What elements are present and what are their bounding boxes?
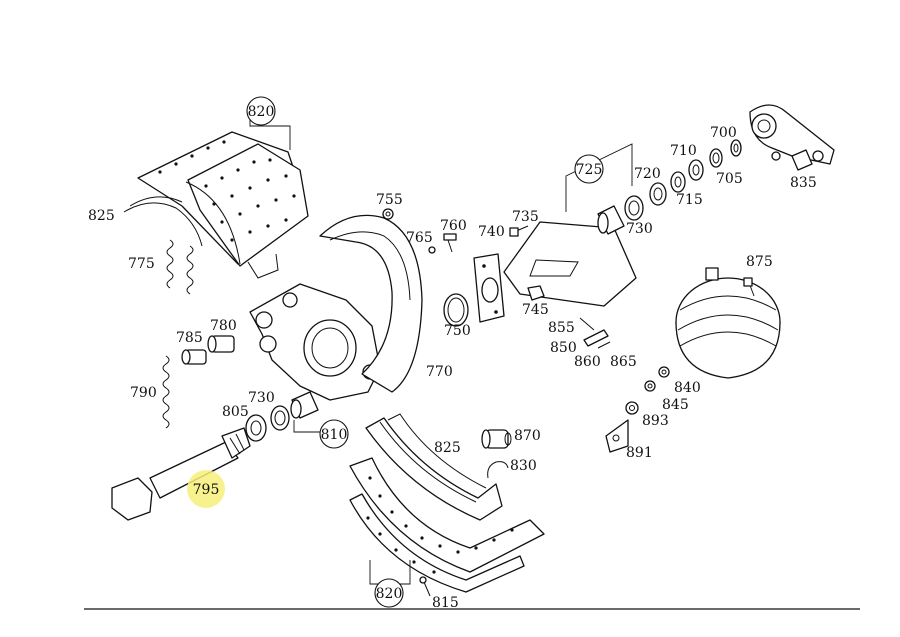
clip-830[interactable] bbox=[487, 461, 509, 479]
label-820a[interactable]: 820 bbox=[248, 104, 275, 120]
label-810[interactable]: 810 bbox=[321, 427, 348, 443]
pin-855[interactable] bbox=[579, 317, 595, 331]
label-891[interactable]: 891 bbox=[626, 445, 653, 461]
washer-765[interactable] bbox=[428, 246, 436, 254]
label-750[interactable]: 750 bbox=[444, 323, 471, 339]
leader-810 bbox=[293, 420, 320, 433]
label-845[interactable]: 845 bbox=[662, 397, 689, 413]
brake-lining-lower[interactable] bbox=[349, 457, 545, 593]
return-spring-775[interactable] bbox=[166, 239, 194, 295]
bolt-760[interactable] bbox=[443, 233, 457, 253]
highlight-795 bbox=[187, 470, 225, 508]
brake-shoe-upper[interactable] bbox=[123, 196, 279, 279]
label-755[interactable]: 755 bbox=[376, 192, 403, 208]
label-785[interactable]: 785 bbox=[176, 330, 203, 346]
label-795[interactable]: 795 bbox=[193, 482, 220, 498]
label-725[interactable]: 725 bbox=[576, 162, 603, 178]
bolt-735[interactable] bbox=[509, 225, 529, 237]
washer-805[interactable] bbox=[245, 414, 267, 442]
label-745[interactable]: 745 bbox=[522, 302, 549, 318]
seal-730a[interactable] bbox=[270, 405, 290, 431]
nut-893[interactable] bbox=[625, 401, 639, 415]
bushing-785[interactable] bbox=[181, 349, 207, 365]
bushing-780[interactable] bbox=[207, 335, 235, 353]
roller-870[interactable] bbox=[481, 429, 512, 449]
label-893[interactable]: 893 bbox=[642, 413, 669, 429]
label-730b[interactable]: 730 bbox=[626, 221, 653, 237]
label-735[interactable]: 735 bbox=[512, 209, 539, 225]
label-705[interactable]: 705 bbox=[716, 171, 743, 187]
washer-710[interactable] bbox=[688, 159, 704, 181]
brake-chamber[interactable] bbox=[675, 267, 781, 379]
brake-lining-upper[interactable] bbox=[137, 131, 309, 267]
leader-820a bbox=[249, 118, 291, 150]
callout-circle-820b bbox=[374, 578, 404, 608]
nut-755[interactable] bbox=[382, 208, 394, 220]
label-870[interactable]: 870 bbox=[514, 428, 541, 444]
seal-730b[interactable] bbox=[624, 195, 644, 221]
brake-carrier[interactable] bbox=[249, 283, 381, 401]
label-865[interactable]: 865 bbox=[610, 354, 637, 370]
ring-700[interactable] bbox=[730, 139, 742, 157]
label-730a[interactable]: 730 bbox=[248, 390, 275, 406]
label-790[interactable]: 790 bbox=[130, 385, 157, 401]
label-875[interactable]: 875 bbox=[746, 254, 773, 270]
washer-845[interactable] bbox=[644, 380, 656, 392]
label-740[interactable]: 740 bbox=[478, 224, 505, 240]
bracket-891[interactable] bbox=[605, 419, 629, 453]
label-835[interactable]: 835 bbox=[790, 175, 817, 191]
label-765[interactable]: 765 bbox=[406, 230, 433, 246]
pin-865[interactable] bbox=[597, 341, 611, 349]
label-805[interactable]: 805 bbox=[222, 404, 249, 420]
spring-790[interactable] bbox=[162, 355, 170, 429]
ring-705[interactable] bbox=[709, 148, 723, 168]
label-775[interactable]: 775 bbox=[128, 256, 155, 272]
label-770[interactable]: 770 bbox=[426, 364, 453, 380]
dust-shield[interactable] bbox=[319, 214, 423, 393]
callout-circle-725 bbox=[574, 154, 604, 184]
washer-715[interactable] bbox=[670, 171, 686, 193]
bushing-725[interactable] bbox=[597, 205, 625, 235]
label-815[interactable]: 815 bbox=[432, 595, 459, 611]
label-850[interactable]: 850 bbox=[550, 340, 577, 356]
pin-860[interactable] bbox=[583, 329, 609, 347]
rivet-815[interactable] bbox=[419, 576, 431, 597]
label-710[interactable]: 710 bbox=[670, 143, 697, 159]
label-825b[interactable]: 825 bbox=[434, 440, 461, 456]
label-760[interactable]: 760 bbox=[440, 218, 467, 234]
oring-750[interactable] bbox=[443, 293, 469, 327]
nut-745[interactable] bbox=[527, 285, 545, 301]
label-820b[interactable]: 820 bbox=[376, 586, 403, 602]
callout-circle-810 bbox=[319, 419, 349, 449]
callout-circle-820a bbox=[246, 96, 276, 126]
label-830[interactable]: 830 bbox=[510, 458, 537, 474]
label-840[interactable]: 840 bbox=[674, 380, 701, 396]
label-715[interactable]: 715 bbox=[676, 192, 703, 208]
s-cam-shaft[interactable] bbox=[111, 427, 251, 521]
seal-720[interactable] bbox=[649, 182, 667, 206]
label-780[interactable]: 780 bbox=[210, 318, 237, 334]
camshaft-bracket[interactable] bbox=[473, 221, 637, 323]
label-700[interactable]: 700 bbox=[710, 125, 737, 141]
nut-840[interactable] bbox=[658, 366, 670, 378]
slack-adjuster[interactable] bbox=[749, 104, 835, 171]
label-720[interactable]: 720 bbox=[634, 166, 661, 182]
bushing-810[interactable] bbox=[290, 391, 319, 419]
brake-shoe-lower[interactable] bbox=[365, 413, 503, 521]
label-855[interactable]: 855 bbox=[548, 320, 575, 336]
label-860[interactable]: 860 bbox=[574, 354, 601, 370]
label-825a[interactable]: 825 bbox=[88, 208, 115, 224]
